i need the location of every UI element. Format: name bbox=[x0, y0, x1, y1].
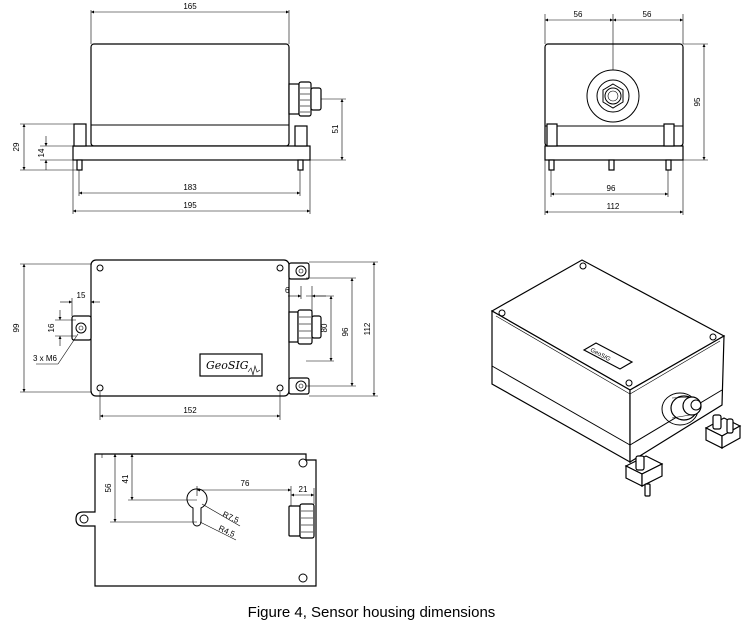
front-right-bolt bbox=[297, 159, 304, 171]
front-dim-width-top: 165 bbox=[183, 2, 197, 11]
bottom-keyhole bbox=[186, 488, 208, 527]
front-dim-inner-bottom: 183 bbox=[183, 183, 197, 192]
side-housing-body bbox=[544, 43, 684, 147]
top-screw-note: 3 x M6 bbox=[33, 354, 58, 363]
front-right-foot bbox=[294, 125, 308, 147]
top-dim-small-right: 6 bbox=[285, 286, 290, 295]
top-dim-bottom: 152 bbox=[183, 406, 197, 415]
top-dim-tab-height: 16 bbox=[47, 323, 56, 332]
front-left-bolt bbox=[76, 159, 83, 171]
isometric-view: GeoSIG bbox=[490, 259, 742, 497]
front-dim-height-left: 29 bbox=[12, 142, 21, 151]
front-base-plate bbox=[72, 145, 311, 161]
side-dim-right-height: 95 bbox=[693, 97, 702, 106]
top-dim-inner-right: 80 bbox=[320, 323, 329, 332]
bottom-view: 56 41 76 21 R7.5 R4.5 bbox=[75, 453, 317, 587]
side-base-plate bbox=[544, 145, 684, 161]
top-dim-outer-right: 112 bbox=[363, 322, 372, 335]
bottom-dim-inner-left: 41 bbox=[121, 474, 130, 483]
top-dim-tab-offset: 15 bbox=[77, 291, 86, 300]
bottom-cable-gland bbox=[288, 503, 315, 539]
bottom-dim-hole-offset: 76 bbox=[241, 479, 250, 488]
bottom-dim-connector: 21 bbox=[299, 485, 308, 494]
front-view: 165 29 14 51 183 195 bbox=[12, 2, 346, 214]
bottom-plate-outline bbox=[75, 453, 317, 587]
front-left-foot bbox=[73, 123, 87, 147]
figure-caption: Figure 4, Sensor housing dimensions bbox=[247, 604, 496, 621]
front-cable-gland bbox=[288, 81, 322, 117]
top-right-tab-upper bbox=[288, 262, 310, 280]
top-logo-plate: GeoSIG bbox=[199, 353, 263, 377]
front-housing-body bbox=[90, 43, 290, 147]
front-dim-outer-bottom: 195 bbox=[183, 201, 197, 210]
side-dim-left-half: 56 bbox=[574, 10, 583, 19]
iso-cable-gland bbox=[661, 392, 702, 426]
side-dim-inner-bottom: 96 bbox=[607, 184, 616, 193]
side-dim-right-half: 56 bbox=[643, 10, 652, 19]
top-dim-left-height: 99 bbox=[12, 323, 21, 332]
top-dim-mid-right: 96 bbox=[341, 327, 350, 336]
side-dim-outer-bottom: 112 bbox=[607, 202, 620, 211]
top-left-tab bbox=[71, 315, 92, 341]
top-logo-text: GeoSIG bbox=[206, 359, 249, 372]
iso-logo-plate bbox=[582, 342, 634, 370]
side-view: 56 56 95 96 112 bbox=[544, 10, 708, 215]
front-dim-right: 51 bbox=[331, 124, 340, 133]
front-dim-feet-left: 14 bbox=[37, 148, 46, 157]
iso-front-foot bbox=[624, 455, 664, 497]
bottom-dim-outer-left: 56 bbox=[104, 483, 113, 492]
top-view: GeoSIG 99 15 16 3 x M6 6 80 96 bbox=[12, 259, 378, 420]
iso-right-foot bbox=[704, 414, 742, 450]
top-cable-gland bbox=[288, 309, 322, 345]
